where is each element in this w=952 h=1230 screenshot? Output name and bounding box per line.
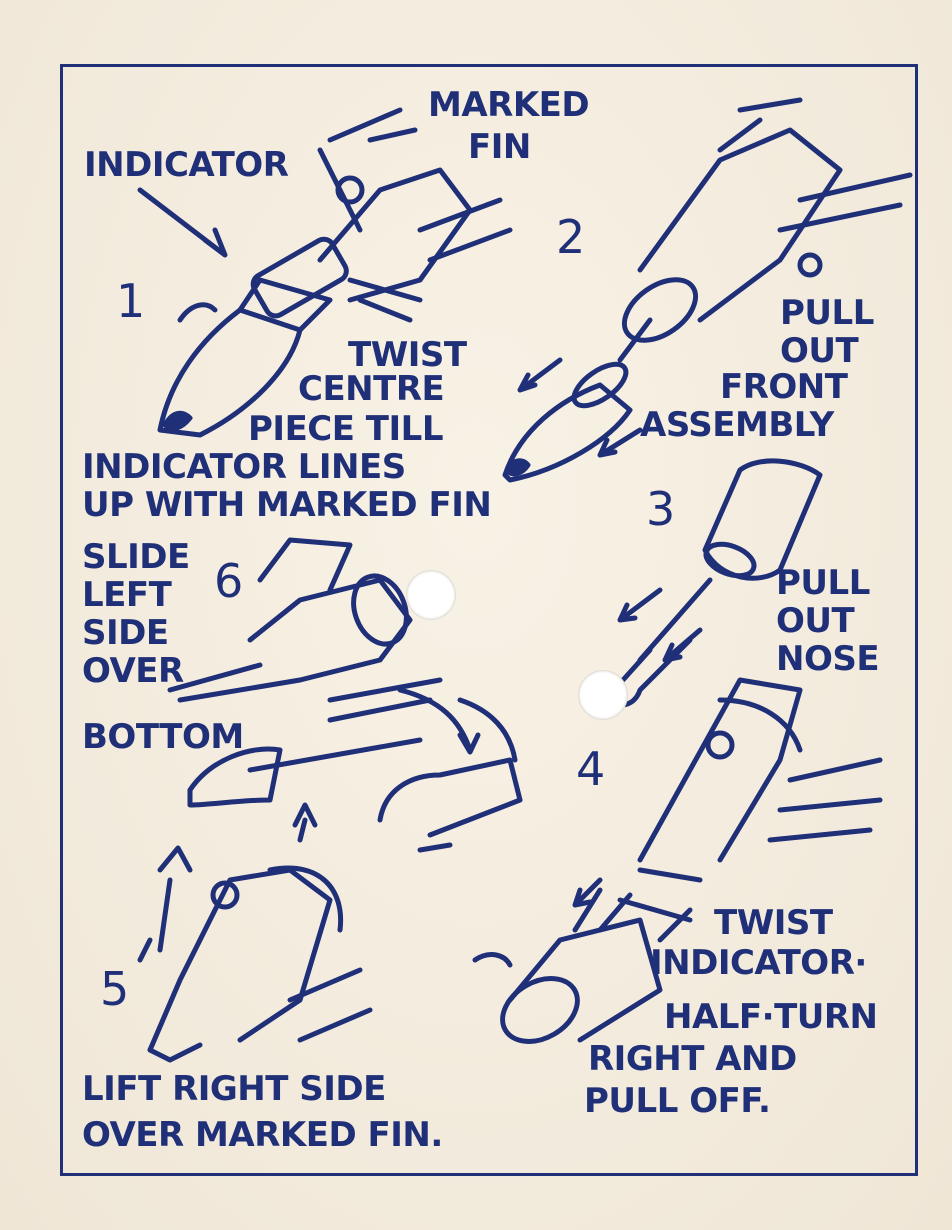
label-pull-off: PULL OFF. — [584, 1081, 771, 1121]
punch-hole-upper — [406, 570, 456, 620]
label-twist-2: TWIST — [714, 903, 833, 943]
step4-rocket-drawing — [472, 677, 883, 1044]
label-front: FRONT — [720, 367, 848, 407]
step-2-number: 2 — [556, 210, 585, 264]
label-over-marked-fin: OVER MARKED FIN. — [82, 1115, 443, 1155]
label-twist: TWIST — [348, 335, 467, 375]
label-indicator: INDICATOR — [84, 145, 289, 185]
label-pull-1: PULL — [780, 293, 874, 333]
step-1-number: 1 — [116, 274, 145, 328]
step-3-number: 3 — [646, 482, 675, 536]
step3-nose-drawing — [602, 458, 823, 708]
label-left: LEFT — [82, 575, 172, 615]
label-piece-till: PIECE TILL — [248, 409, 443, 449]
label-pull-2: PULL — [776, 563, 870, 603]
label-marked: MARKED — [428, 85, 590, 125]
label-up-with-marked-fin: UP WITH MARKED FIN — [82, 485, 492, 525]
step-5-number: 5 — [100, 962, 129, 1016]
label-side: SIDE — [82, 613, 169, 653]
card-border — [60, 64, 918, 1176]
step-6-number: 6 — [214, 554, 243, 608]
label-out-2: OUT — [776, 601, 855, 641]
label-indicator-lines: INDICATOR LINES — [82, 447, 406, 487]
label-indicator-2: INDICATOR· — [650, 943, 867, 983]
label-out-1: OUT — [780, 331, 859, 371]
label-centre: CENTRE — [298, 369, 445, 409]
label-over: OVER — [82, 651, 184, 691]
label-nose: NOSE — [776, 639, 880, 679]
label-fin: FIN — [468, 127, 531, 167]
punch-hole-lower — [578, 670, 628, 720]
step2-rocket-drawing — [502, 97, 913, 483]
label-slide: SLIDE — [82, 537, 190, 577]
step1-rocket-drawing — [137, 107, 513, 438]
step6-rocket-drawing — [167, 537, 523, 853]
step-4-number: 4 — [576, 742, 605, 796]
label-lift-right-side: LIFT RIGHT SIDE — [82, 1069, 386, 1109]
label-right-and: RIGHT AND — [588, 1039, 797, 1079]
step5-rocket-drawing — [137, 737, 423, 1063]
label-assembly: ASSEMBLY — [640, 405, 834, 445]
label-half-turn: HALF·TURN — [664, 997, 878, 1037]
label-bottom: BOTTOM — [82, 717, 244, 757]
